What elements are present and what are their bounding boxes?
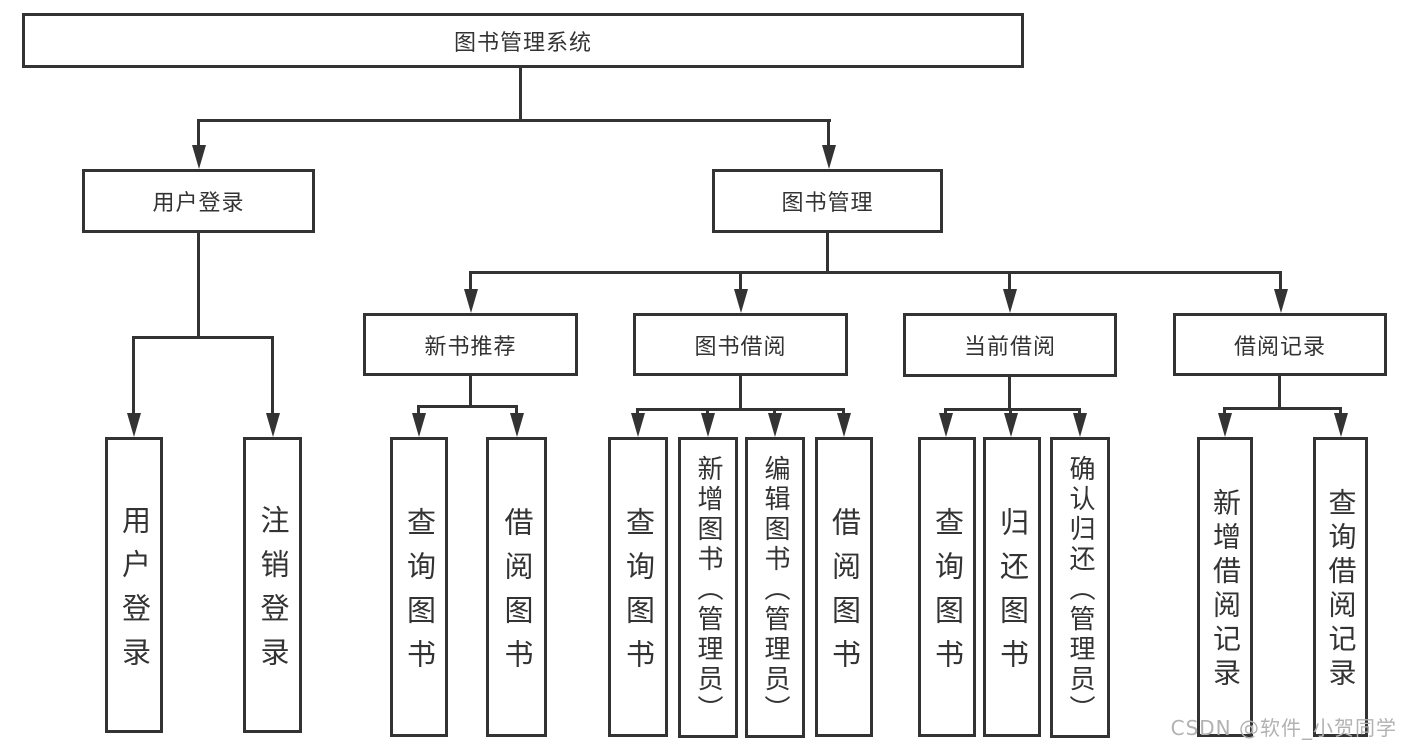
connector-rec-stem <box>469 376 472 405</box>
connector-l3-hbar <box>469 271 1282 274</box>
node-cb-return-books: 归还图书 <box>983 437 1041 737</box>
node-bb-borrow-books: 借阅图书 <box>815 437 873 737</box>
arrow-down-icon <box>192 145 206 169</box>
node-cb-query-books: 查询图书 <box>918 437 976 737</box>
arrow-down-icon <box>1274 289 1288 313</box>
arrow-down-icon <box>939 413 953 437</box>
connector-cb-stem <box>1008 377 1011 408</box>
node-label: 借阅图书 <box>500 506 534 683</box>
connector-l2-drop-left <box>197 119 200 151</box>
arrow-down-icon <box>768 413 782 437</box>
node-label: 编辑图书（管理员） <box>760 454 790 725</box>
arrow-down-icon <box>734 289 748 313</box>
arrow-down-icon <box>837 413 851 437</box>
connector-l2-hbar <box>197 119 831 122</box>
connector-l3-drop-3 <box>1008 271 1011 293</box>
connector-userlogin-stem <box>197 233 200 336</box>
node-login: 用户登录 <box>105 437 163 733</box>
node-label: 查询图书 <box>930 506 965 683</box>
arrow-down-icon <box>1073 413 1087 437</box>
node-book-mgmt: 图书管理 <box>712 169 943 233</box>
node-logout: 注销登录 <box>243 437 302 733</box>
arrow-down-icon <box>412 413 426 437</box>
node-borrow-record: 借阅记录 <box>1173 313 1387 376</box>
connector-rec-drop-2 <box>515 405 518 419</box>
connector-l2-drop-right <box>827 119 830 151</box>
node-label: 归还图书 <box>995 506 1030 683</box>
arrow-down-icon <box>127 413 141 437</box>
connector-bookmgmt-stem <box>826 233 829 271</box>
node-new-book-rec: 新书推荐 <box>363 313 578 376</box>
arrow-down-icon <box>701 413 715 437</box>
connector-rec-drop-1 <box>417 405 420 419</box>
node-label: 新增借阅记录 <box>1209 488 1242 692</box>
node-user-login: 用户登录 <box>82 169 315 233</box>
arrow-down-icon <box>464 289 478 313</box>
node-label: 用户登录 <box>117 504 152 681</box>
node-rec-query-books: 查询图书 <box>390 437 448 737</box>
node-current-borrow: 当前借阅 <box>903 313 1117 377</box>
arrow-down-icon <box>1218 413 1232 437</box>
connector-bb-stem <box>739 376 742 408</box>
arrow-down-icon <box>822 145 836 169</box>
connector-l3-drop-2 <box>739 271 742 293</box>
node-bb-edit-books: 编辑图书（管理员） <box>745 437 805 738</box>
connector-userlogin-hbar <box>132 336 274 339</box>
node-root: 图书管理系统 <box>22 13 1024 68</box>
node-br-add-record: 新增借阅记录 <box>1197 437 1253 737</box>
connector-userlogin-drop-2 <box>271 336 274 418</box>
connector-l3-drop-1 <box>469 271 472 293</box>
node-label: 借阅图书 <box>827 506 862 683</box>
arrow-down-icon <box>510 413 524 437</box>
node-label: 查询借阅记录 <box>1324 488 1358 692</box>
node-bb-query-books: 查询图书 <box>608 437 668 737</box>
watermark: CSDN @软件_小贺同学 <box>1170 716 1397 740</box>
arrow-down-icon <box>266 413 280 437</box>
connector-br-stem <box>1278 376 1281 407</box>
node-label: 新增图书（管理员） <box>693 454 723 725</box>
arrow-down-icon <box>1334 413 1348 437</box>
arrow-down-icon <box>631 413 645 437</box>
connector-bb-hbar <box>636 408 845 411</box>
node-br-query-record: 查询借阅记录 <box>1313 437 1368 737</box>
connector-userlogin-drop-1 <box>132 336 135 418</box>
node-rec-borrow-books: 借阅图书 <box>486 437 547 737</box>
connector-br-hbar <box>1223 407 1342 410</box>
node-label: 注销登录 <box>256 504 290 681</box>
node-label: 查询图书 <box>402 506 437 683</box>
node-cb-confirm-return: 确认归还（管理员） <box>1050 437 1110 738</box>
arrow-down-icon <box>1004 413 1018 437</box>
node-book-borrow: 图书借阅 <box>633 313 848 376</box>
arrow-down-icon <box>1003 289 1017 313</box>
node-label: 确认归还（管理员） <box>1065 454 1095 725</box>
connector-l3-drop-4 <box>1279 271 1282 293</box>
node-bb-add-books: 新增图书（管理员） <box>678 437 738 738</box>
connector-rec-hbar <box>417 405 518 408</box>
connector-root-stem <box>519 68 522 119</box>
connector-cb-hbar <box>944 408 1081 411</box>
node-label: 查询图书 <box>621 506 656 683</box>
